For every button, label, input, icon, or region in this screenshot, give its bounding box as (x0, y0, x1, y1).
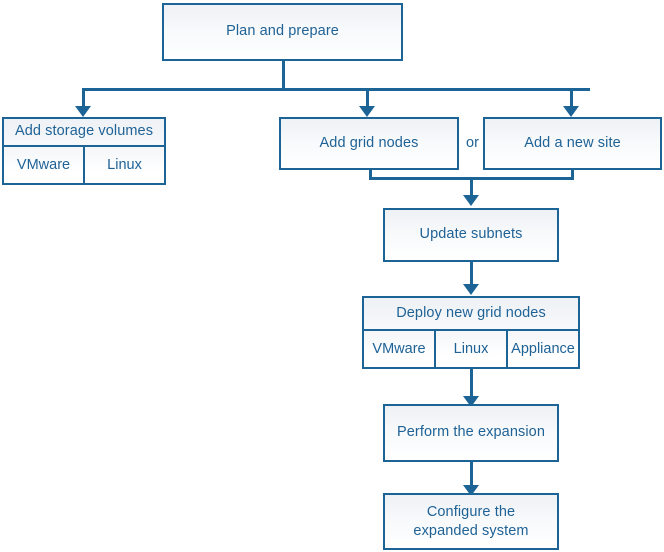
node-add-a-new-site[interactable]: Add a new site (483, 117, 662, 170)
connector-subnets-to-deploy (470, 262, 473, 286)
configure-label-line1: Configure the (426, 504, 516, 521)
node-add-grid-nodes-label: Add grid nodes (319, 134, 419, 151)
node-configure-expanded-system[interactable]: Configure the expanded system (383, 493, 559, 550)
node-plan-and-prepare-label: Plan and prepare (226, 23, 339, 40)
deploy-option-linux[interactable]: Linux (434, 331, 506, 367)
node-add-storage-volumes[interactable]: Add storage volumes VMware Linux (2, 117, 166, 185)
arrowhead-to-expansion (463, 396, 479, 407)
arrowhead-to-grid-nodes (359, 106, 375, 117)
node-add-storage-volumes-label: Add storage volumes (14, 123, 154, 140)
connector-leg-grid-nodes (366, 88, 369, 108)
connector-leg-new-site (570, 88, 573, 108)
storage-options-row: VMware Linux (4, 145, 164, 183)
arrowhead-to-subnets (463, 195, 479, 206)
connector-leg-storage (82, 88, 85, 108)
deploy-option-appliance[interactable]: Appliance (506, 331, 578, 367)
node-add-grid-nodes[interactable]: Add grid nodes (279, 117, 459, 170)
deploy-option-vmware[interactable]: VMware (364, 331, 434, 367)
connector-expansion-to-configure (470, 462, 473, 488)
connector-merge-down (470, 177, 473, 197)
arrowhead-to-configure (463, 485, 479, 496)
connector-deploy-to-expansion (470, 369, 473, 399)
connector-plan-stem (282, 60, 285, 90)
node-deploy-new-grid-nodes-label: Deploy new grid nodes (396, 304, 546, 321)
storage-option-linux[interactable]: Linux (83, 147, 164, 183)
node-plan-and-prepare[interactable]: Plan and prepare (162, 3, 403, 61)
arrowhead-to-storage (75, 106, 91, 117)
connector-merge-left-leg (369, 168, 372, 180)
or-label: or (464, 135, 481, 151)
node-update-subnets[interactable]: Update subnets (383, 208, 559, 262)
deploy-options-row: VMware Linux Appliance (364, 329, 578, 367)
node-update-subnets-label: Update subnets (419, 226, 523, 243)
configure-label-line2: expanded system (413, 522, 529, 539)
connector-branch-bus (82, 88, 590, 91)
node-perform-the-expansion-label: Perform the expansion (397, 424, 545, 441)
node-configure-expanded-system-label: Configure the expanded system (385, 495, 557, 548)
arrowhead-to-deploy (463, 284, 479, 295)
storage-option-vmware[interactable]: VMware (4, 147, 83, 183)
node-add-a-new-site-label: Add a new site (524, 134, 621, 151)
node-deploy-new-grid-nodes[interactable]: Deploy new grid nodes VMware Linux Appli… (362, 296, 580, 369)
node-perform-the-expansion[interactable]: Perform the expansion (383, 404, 559, 462)
arrowhead-to-new-site (563, 106, 579, 117)
connector-merge-right-leg (571, 168, 574, 180)
